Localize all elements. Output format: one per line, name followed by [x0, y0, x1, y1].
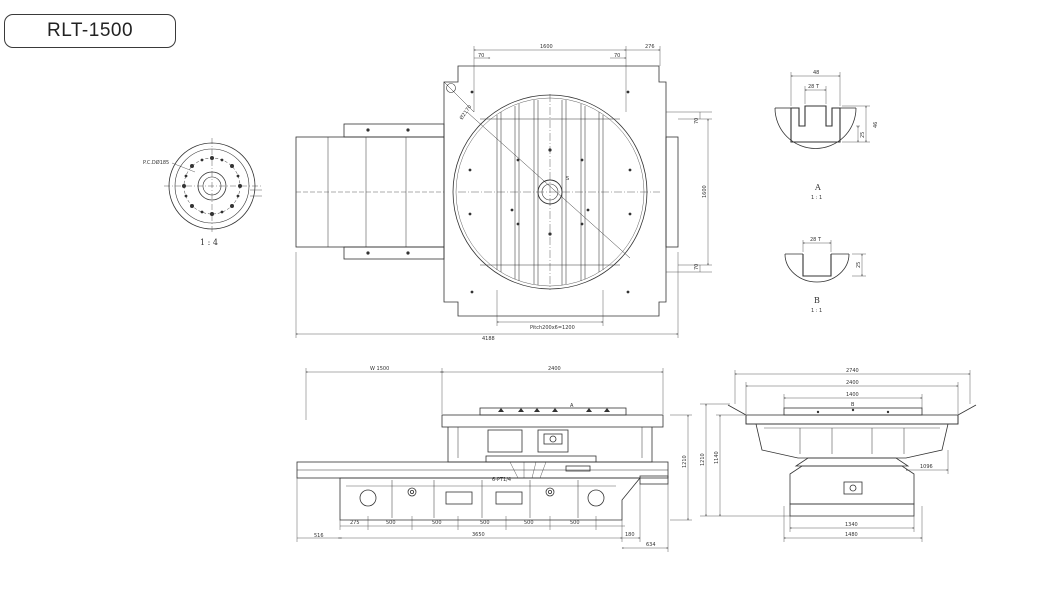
side-motor-box	[537, 429, 569, 453]
dim-overall: 4188	[482, 336, 495, 342]
top-view-dimensions	[295, 46, 712, 338]
side-dim-main: 3650	[472, 532, 485, 538]
side-bottom-dim-1: 275	[350, 520, 360, 526]
front-dim-height: 1210	[700, 453, 706, 466]
front-dim-h2: 1140	[714, 451, 720, 464]
detail-b-slot	[802, 254, 832, 277]
detail-b	[784, 240, 866, 283]
front-dim-mid: 2400	[846, 380, 859, 386]
top-table-body	[443, 65, 667, 317]
front-view-dimensions	[700, 370, 971, 542]
dim-right-main: 1600	[702, 185, 708, 198]
side-dim-table: 2400	[548, 366, 561, 372]
detail-b-scale: 1 : 1	[811, 308, 822, 314]
side-table-top	[441, 414, 664, 428]
side-bottom-dim-6: 500	[570, 520, 580, 526]
side-bottom-dim-4: 500	[480, 520, 490, 526]
pcd-label: P.C.DØ185	[143, 159, 169, 166]
detail-bolt-holes	[182, 156, 242, 216]
detail-scale-label: 1 : 4	[200, 238, 218, 247]
dim-top-right: 276	[645, 44, 655, 50]
pitch-label: Pitch200x6=1200	[530, 325, 575, 331]
center-hole-detail	[164, 138, 262, 234]
detail-b-label: B	[814, 296, 820, 305]
side-dim-end: 180	[625, 532, 635, 538]
side-dim-far: 634	[646, 542, 656, 548]
t-slots	[480, 100, 620, 285]
detail-a	[774, 72, 870, 149]
front-dim-base1: 1340	[845, 522, 858, 528]
detail-a-dim-slot: 28 T	[808, 84, 820, 90]
dim-right-top: 70	[694, 118, 700, 124]
dim-offset-right: 70	[614, 53, 620, 59]
top-view	[295, 46, 712, 338]
detail-a-t-slot	[790, 105, 841, 143]
detail-a-scale: 1 : 1	[811, 195, 822, 201]
detail-b-arc	[784, 253, 850, 283]
dim-offset-left: 70	[478, 53, 484, 59]
side-view-dimensions	[296, 368, 692, 552]
front-marker: B	[851, 402, 855, 408]
dim-right-bottom: 70	[694, 264, 700, 270]
detail-a-dim-h1: 46	[873, 122, 879, 128]
front-table-top	[745, 414, 959, 425]
top-right-stub	[665, 136, 679, 248]
side-dim-left: 516	[314, 533, 324, 539]
side-view	[296, 368, 692, 552]
model-title: RLT-1500	[46, 20, 134, 41]
detail-a-dim-top: 48	[813, 70, 819, 76]
detail-b-dim-slot: 28 T	[810, 237, 822, 243]
side-bottom-dim-2: 500	[386, 520, 396, 526]
side-bottom-dim-5: 500	[524, 520, 534, 526]
front-dim-overall: 2740	[846, 368, 859, 374]
front-dim-inner: 1400	[846, 392, 859, 398]
detail-a-arc	[774, 107, 857, 149]
front-dim-base2: 1480	[845, 532, 858, 538]
detail-a-label: A	[814, 183, 821, 192]
dim-top-main: 1600	[540, 44, 553, 50]
side-dim-height: 1210	[682, 455, 688, 468]
center-mark: S	[566, 176, 569, 182]
side-marker: A	[570, 403, 574, 409]
detail-b-dim-h: 25	[856, 262, 862, 268]
side-table-body	[447, 427, 653, 463]
side-bottom-dim-3: 500	[432, 520, 442, 526]
detail-a-dim-h2: 25	[860, 132, 866, 138]
model-title-box: RLT-1500	[4, 14, 176, 48]
front-table-body	[755, 423, 949, 459]
side-w-label: W 1500	[370, 366, 389, 372]
side-base-body	[339, 477, 641, 521]
side-label-tt: 6-PT1/4	[492, 477, 511, 483]
front-dim-side: 1096	[920, 464, 933, 470]
front-view	[700, 370, 977, 542]
dia-label: Ø2170	[458, 103, 473, 121]
